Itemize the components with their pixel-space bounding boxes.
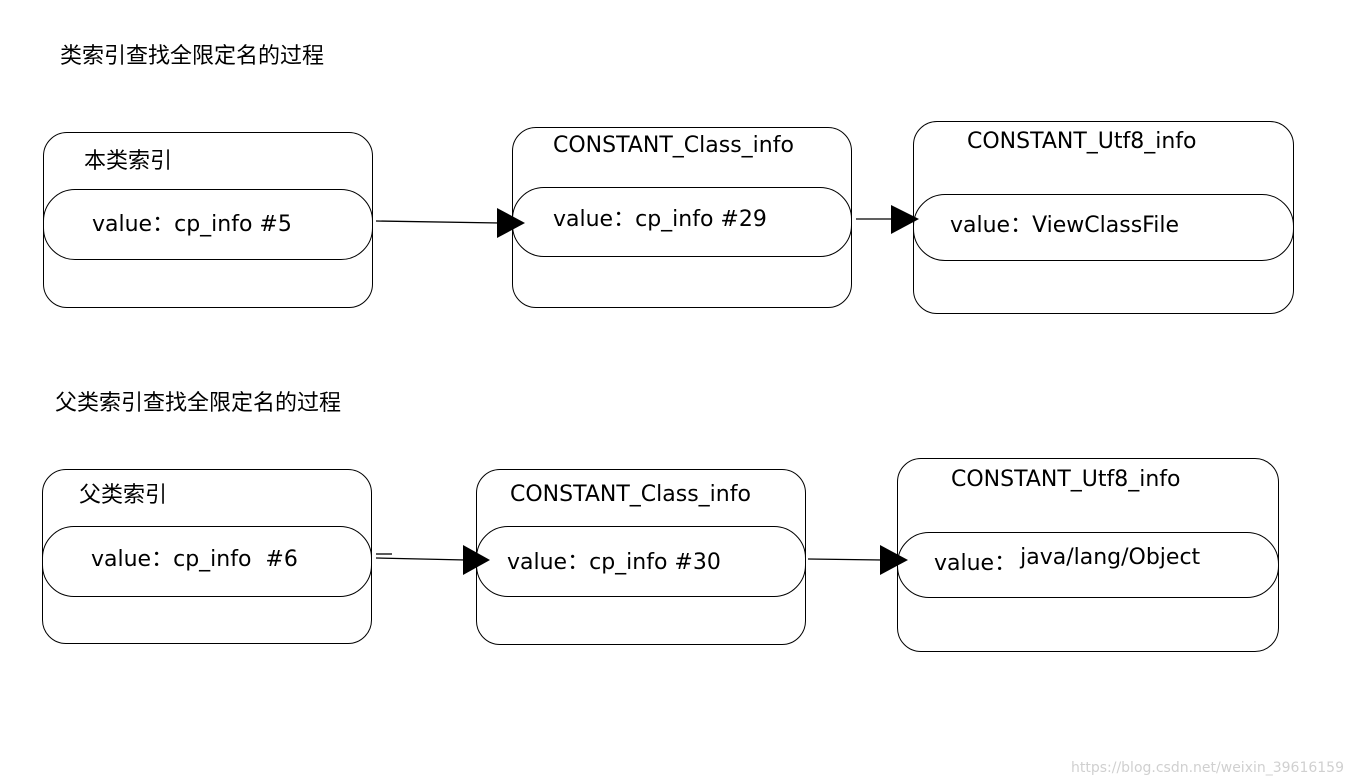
box-title: 父类索引 — [79, 483, 168, 508]
box-title: CONSTANT_Utf8_info — [951, 467, 1181, 492]
value-text: value：ViewClassFile — [950, 213, 1179, 238]
value-row: value：cp_info #6 — [42, 526, 372, 597]
value-row: value：cp_info #30 — [476, 526, 806, 597]
value-row: value：java/lang/Object — [897, 532, 1279, 598]
value-row: value：cp_info #5 — [43, 189, 373, 260]
value-text: value：cp_info #29 — [553, 207, 767, 232]
value-row: value：cp_info #29 — [512, 187, 852, 257]
watermark: https://blog.csdn.net/weixin_39616159 — [1070, 760, 1344, 776]
value-text: value：cp_info #30 — [507, 550, 721, 575]
box-title: CONSTANT_Class_info — [510, 482, 751, 507]
arrow-line — [807, 558, 884, 561]
value-text: value：java/lang/Object — [934, 545, 1201, 576]
box-title: 本类索引 — [84, 149, 173, 174]
box-title: CONSTANT_Class_info — [553, 133, 794, 158]
arrow-line — [375, 220, 501, 224]
value-row: value：ViewClassFile — [913, 194, 1294, 261]
section1-heading: 类索引查找全限定名的过程 — [60, 44, 325, 69]
value-text: value：cp_info #6 — [91, 547, 298, 572]
section2-heading: 父类索引查找全限定名的过程 — [55, 391, 342, 416]
value-text: value：cp_info #5 — [92, 212, 292, 237]
box-title: CONSTANT_Utf8_info — [967, 129, 1197, 154]
arrow-line — [375, 557, 467, 561]
